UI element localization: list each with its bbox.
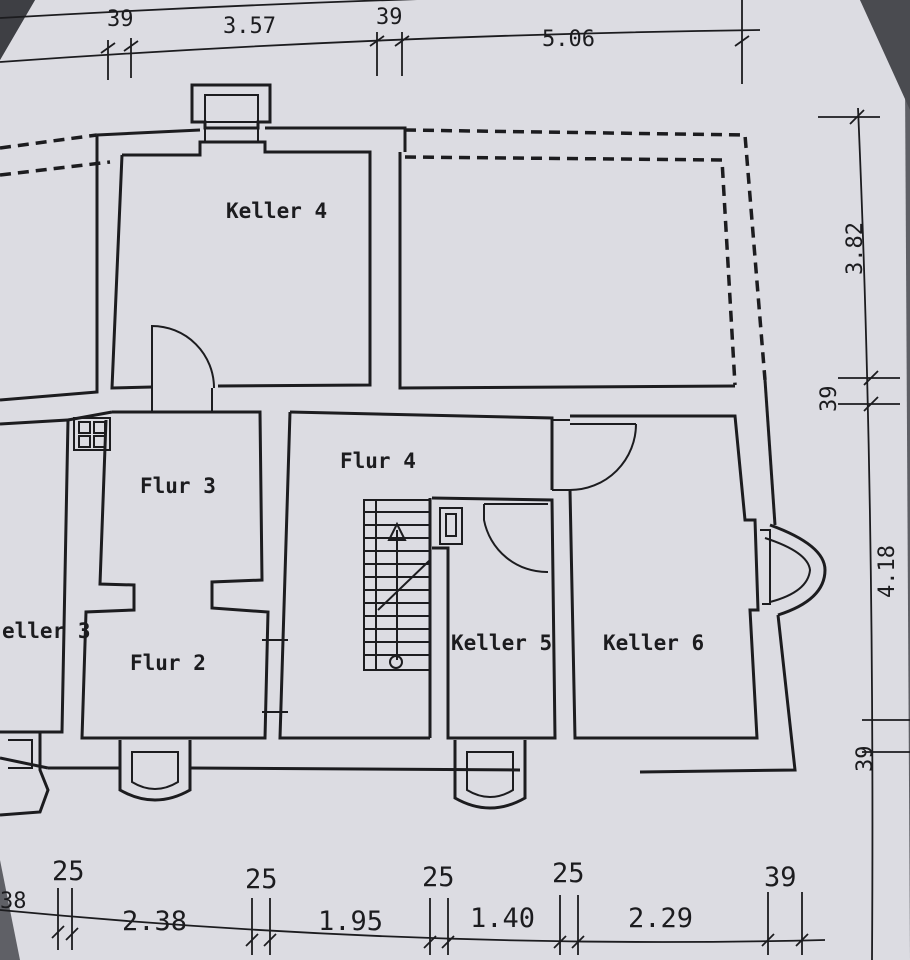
keller-5-room	[431, 496, 557, 740]
dim-bottom-1-95: 1.95	[318, 906, 383, 937]
room-label-keller-4: Keller 4	[226, 199, 327, 223]
right-dimension-chain	[818, 107, 910, 960]
dim-bottom-1-40: 1.40	[470, 903, 535, 934]
keller-6-bay-window	[760, 523, 827, 617]
dim-top-3-57: 3.57	[223, 14, 276, 39]
dim-bottom-25-c: 25	[422, 862, 455, 893]
duct-symbol	[73, 417, 111, 451]
dim-bottom-2-29: 2.29	[628, 903, 693, 934]
dim-bottom-2-38: 2.38	[122, 906, 187, 937]
dim-top-39-b: 39	[376, 5, 403, 30]
dim-top-5-06: 5.06	[542, 27, 595, 52]
dim-right-4-18: 4.18	[875, 545, 900, 598]
dim-bottom-38: 38	[0, 889, 27, 914]
room-label-keller-3: eller 3	[2, 619, 91, 643]
room-label-flur-3: Flur 3	[140, 474, 216, 498]
dim-top-39-a: 39	[107, 7, 134, 32]
paper-shadow-right	[860, 0, 910, 110]
dim-bottom-25-a: 25	[52, 856, 85, 887]
dim-bottom-25-b: 25	[245, 864, 278, 895]
flur-2-bay-window	[118, 740, 192, 802]
dim-right-39-b: 39	[853, 746, 878, 773]
room-label-keller-6: Keller 6	[603, 631, 704, 655]
keller-3-window	[0, 730, 50, 817]
paper-shadow-left	[0, 0, 35, 60]
keller-6-room	[552, 414, 760, 740]
keller-4-door-swing	[151, 324, 215, 389]
staircase	[363, 499, 431, 671]
dim-bottom-39: 39	[764, 862, 797, 893]
room-label-flur-2: Flur 2	[130, 651, 206, 675]
keller-5-bay-window	[453, 740, 527, 810]
room-label-flur-4: Flur 4	[340, 449, 416, 473]
dim-right-39-a: 39	[817, 386, 842, 413]
upper-right-room	[398, 152, 736, 390]
room-label-keller-5: Keller 5	[451, 631, 552, 655]
bottom-dimension-chain	[0, 888, 826, 955]
dim-bottom-25-d: 25	[552, 858, 585, 889]
dim-right-3-82: 3.82	[843, 222, 868, 275]
keller-4-room	[110, 83, 372, 390]
top-dimension-chain	[0, 0, 761, 84]
